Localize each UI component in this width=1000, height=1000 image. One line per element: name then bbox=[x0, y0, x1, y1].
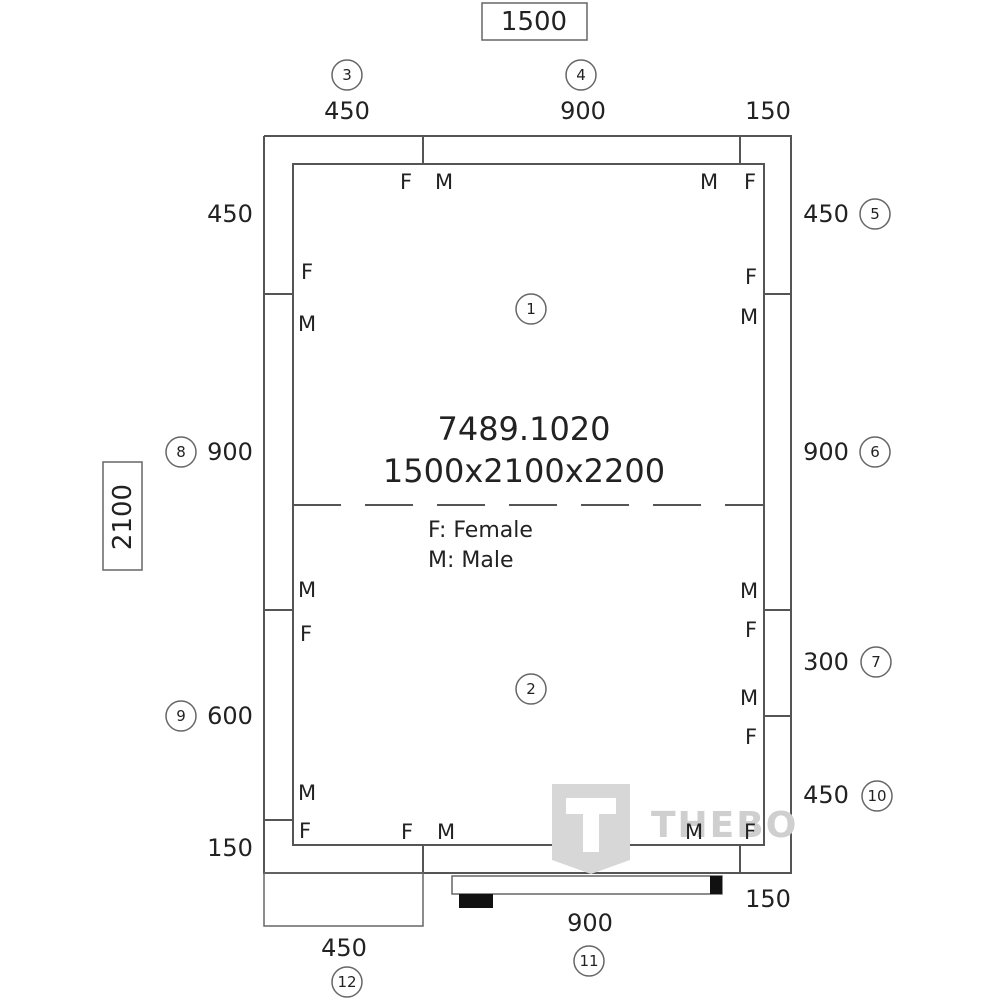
joint-male: M bbox=[435, 170, 453, 194]
door bbox=[451, 875, 723, 908]
joint-female: F bbox=[745, 618, 757, 642]
joint-female: F bbox=[301, 260, 313, 284]
panel-badge-12-num: 12 bbox=[337, 973, 356, 991]
joint-male: M bbox=[298, 578, 316, 602]
joint-male: M bbox=[700, 170, 718, 194]
model-size: 1500x2100x2200 bbox=[383, 452, 665, 490]
panel-dim-8: 900 bbox=[207, 438, 253, 466]
panel-badge-7 bbox=[860, 646, 892, 678]
door-handle bbox=[710, 876, 722, 894]
panel-dim-6: 900 bbox=[803, 438, 849, 466]
panel-badge-3 bbox=[331, 59, 363, 91]
legend-male: M: Male bbox=[428, 548, 514, 573]
overall-depth-label: 2100 bbox=[108, 484, 138, 550]
corner-dim-bottom-left: 150 bbox=[207, 834, 253, 862]
joint-female: F bbox=[744, 170, 756, 194]
panel-badge-6 bbox=[859, 436, 891, 468]
joint-female: F bbox=[744, 820, 756, 844]
thebo-watermark: THEBO bbox=[552, 784, 798, 874]
joint-male: M bbox=[685, 820, 703, 844]
joint-markers: F M M F F M M F M F F M M F M F F M M F bbox=[298, 170, 758, 844]
panel-badge-8 bbox=[165, 436, 197, 468]
joint-male: M bbox=[437, 820, 455, 844]
corner-dim-bottom-right: 150 bbox=[745, 885, 791, 913]
panel-badge-4 bbox=[565, 59, 597, 91]
panel-badge-12 bbox=[331, 966, 363, 998]
floor-panel-12 bbox=[263, 872, 424, 927]
overall-width-label: 1500 bbox=[501, 7, 567, 37]
legend-female: F: Female bbox=[428, 518, 533, 543]
watermark-brand: THEBO bbox=[651, 805, 798, 846]
model-code: 7489.1020 bbox=[437, 410, 610, 448]
panel-dim-4: 900 bbox=[560, 97, 606, 125]
joint-male: M bbox=[298, 781, 316, 805]
door-hinge bbox=[459, 894, 493, 908]
joint-female: F bbox=[401, 820, 413, 844]
panel-badge-4-num: 4 bbox=[576, 66, 586, 84]
panel-badge-10 bbox=[861, 780, 893, 812]
panel-badge-10-num: 10 bbox=[867, 787, 886, 805]
panel-badges: 1 2 3 450 4 900 450 5 900 6 300 7 8 900 … bbox=[165, 59, 893, 998]
panel-badge-6-num: 6 bbox=[870, 443, 880, 461]
panel-badge-2 bbox=[515, 673, 547, 705]
panel-badge-5 bbox=[859, 198, 891, 230]
panel-dim-10: 450 bbox=[803, 781, 849, 809]
joint-female: F bbox=[745, 725, 757, 749]
joint-female: F bbox=[300, 622, 312, 646]
joint-female: F bbox=[745, 265, 757, 289]
panel-dim-3: 450 bbox=[324, 97, 370, 125]
joint-male: M bbox=[740, 579, 758, 603]
joint-female: F bbox=[299, 819, 311, 843]
panel-badge-11-num: 11 bbox=[579, 952, 598, 970]
panel-badge-2-num: 2 bbox=[526, 680, 536, 698]
panel-dim-7: 300 bbox=[803, 648, 849, 676]
joint-male: M bbox=[740, 305, 758, 329]
corner-dim-left-top: 450 bbox=[207, 200, 253, 228]
panel-badge-3-num: 3 bbox=[342, 66, 352, 84]
panel-badge-1 bbox=[515, 293, 547, 325]
panel-badge-9-num: 9 bbox=[176, 707, 186, 725]
panel-dim-9: 600 bbox=[207, 702, 253, 730]
overall-depth-box bbox=[102, 461, 143, 571]
joint-male: M bbox=[298, 312, 316, 336]
joint-male: M bbox=[740, 686, 758, 710]
panel-dim-5: 450 bbox=[803, 200, 849, 228]
corner-dim-top-right: 150 bbox=[745, 97, 791, 125]
panel-badge-11 bbox=[573, 945, 605, 977]
panel-badge-8-num: 8 bbox=[176, 443, 186, 461]
joint-female: F bbox=[400, 170, 412, 194]
panel-dim-12: 450 bbox=[321, 934, 367, 962]
panel-dim-11: 900 bbox=[567, 909, 613, 937]
panel-badge-7-num: 7 bbox=[871, 653, 881, 671]
panel-badge-1-num: 1 bbox=[526, 300, 536, 318]
overall-width-box bbox=[481, 2, 588, 41]
panel-badge-9 bbox=[165, 700, 197, 732]
panel-badge-5-num: 5 bbox=[870, 205, 880, 223]
